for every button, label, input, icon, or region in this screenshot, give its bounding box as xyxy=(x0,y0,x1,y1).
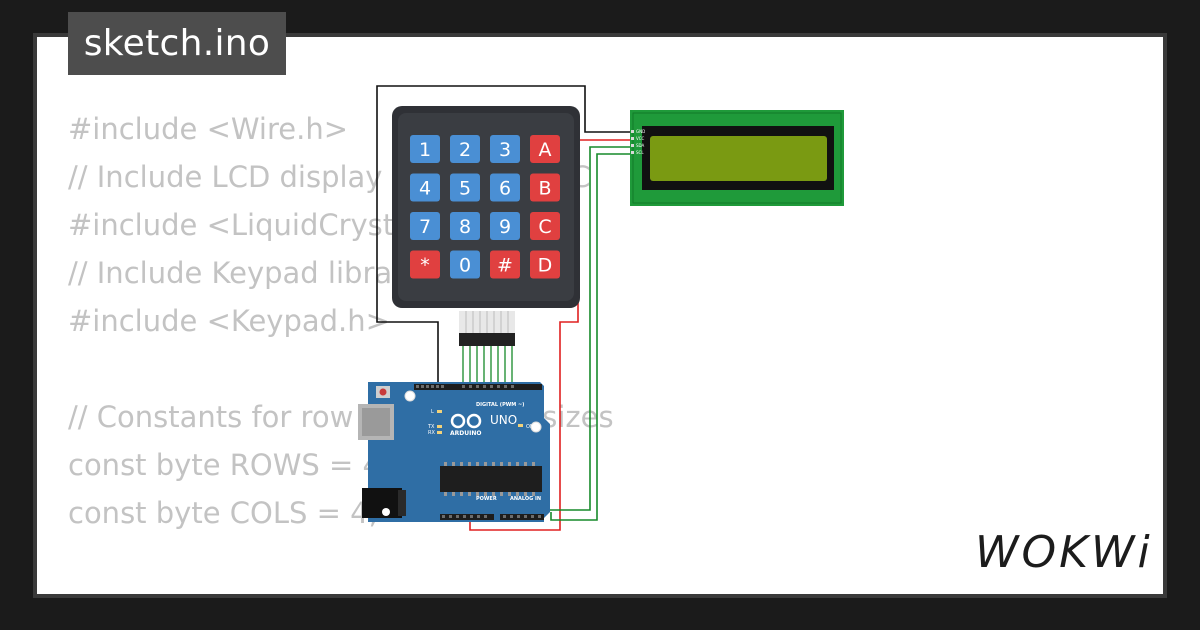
lcd-pin-gnd: GND xyxy=(636,129,645,134)
analog-header xyxy=(500,514,544,520)
sketch-filename: sketch.ino xyxy=(68,12,286,75)
keypad-key-label: 1 xyxy=(419,139,431,161)
wire-sda xyxy=(545,146,632,511)
keypad-key-label: A xyxy=(539,139,552,161)
lcd-pin-sda: SDA xyxy=(636,143,645,148)
led-tx-label: TX xyxy=(427,424,435,430)
lcd-1602-i2c[interactable]: GND VCC SDA SCL xyxy=(630,110,844,206)
led-on-icon xyxy=(518,424,523,427)
code-line: // Array to represent keys on keypad xyxy=(68,585,614,594)
keypad-key[interactable] xyxy=(450,250,480,279)
keypad-key[interactable] xyxy=(530,135,560,163)
led-l-icon xyxy=(437,410,442,413)
lcd-pin-scl: SCL xyxy=(636,150,644,155)
keypad-keys: 1 2 3 A 4 5 6 B 7 8 9 C * 0 # D xyxy=(410,135,560,279)
power-jack xyxy=(362,488,402,518)
arduino-uno[interactable]: DIGITAL (PWM ~) ARDUINO UNO L TX RX ON xyxy=(358,382,550,522)
keypad-key-label: 9 xyxy=(499,216,511,238)
led-tx-icon xyxy=(437,425,442,428)
keypad-key-label: 4 xyxy=(419,178,431,200)
keypad-key[interactable] xyxy=(530,212,560,240)
wire-scl xyxy=(550,153,632,521)
keypad-key[interactable] xyxy=(490,135,520,163)
led-l-label: L xyxy=(431,409,434,415)
keypad-key-label: B xyxy=(538,178,551,200)
lcd-pin-vcc: VCC xyxy=(636,136,645,141)
wire-gnd xyxy=(376,85,632,384)
atmega-chip xyxy=(440,466,542,492)
keypad-key-label: 0 xyxy=(459,255,471,277)
keypad-key[interactable] xyxy=(490,250,520,279)
keypad-key-label: C xyxy=(538,216,551,238)
wokwi-logo: WOKWi xyxy=(975,527,1153,578)
code-line: #include <Wire.h> xyxy=(68,112,349,146)
keypad-key[interactable] xyxy=(410,212,440,240)
keypad-key-label: # xyxy=(497,255,513,277)
keypad-key[interactable] xyxy=(450,135,480,163)
keypad-key-label: 5 xyxy=(459,178,471,200)
keypad-key[interactable] xyxy=(530,173,560,202)
led-rx-icon xyxy=(437,431,442,434)
keypad-key[interactable] xyxy=(490,212,520,240)
power-header xyxy=(440,514,494,520)
keypad-key[interactable] xyxy=(410,250,440,279)
keypad-key-label: 2 xyxy=(459,139,471,161)
keypad-key-label: 7 xyxy=(419,216,431,238)
keypad-key-label: * xyxy=(420,255,430,277)
arduino-brand: ARDUINO xyxy=(450,430,481,437)
keypad-key-label: 8 xyxy=(459,216,471,238)
keypad-key[interactable] xyxy=(450,212,480,240)
keypad-key-label: D xyxy=(538,255,553,277)
power-label: POWER xyxy=(476,496,497,502)
keypad-key[interactable] xyxy=(410,173,440,202)
keypad-key[interactable] xyxy=(450,173,480,202)
keypad-header xyxy=(459,333,515,346)
led-on-label: ON xyxy=(526,424,534,430)
keypad-key[interactable] xyxy=(490,173,520,202)
arduino-model: UNO xyxy=(490,413,517,427)
keypad-key-label: 3 xyxy=(499,139,511,161)
led-rx-label: RX xyxy=(428,430,435,436)
analog-label: ANALOG IN xyxy=(510,496,541,502)
keypad-4x4[interactable]: 1 2 3 A 4 5 6 B 7 8 9 C * 0 # D xyxy=(392,106,580,346)
keypad-ribbon-wires xyxy=(462,345,513,386)
lcd-pins: GND VCC SDA SCL xyxy=(631,129,645,155)
keypad-key[interactable] xyxy=(410,135,440,163)
digital-label: DIGITAL (PWM ~) xyxy=(476,402,524,408)
keypad-key-label: 6 xyxy=(499,178,511,200)
code-line: #include <Keypad.h> xyxy=(68,304,390,338)
arduino-logo-icon xyxy=(450,413,482,429)
keypad-key[interactable] xyxy=(530,250,560,279)
lcd-screen xyxy=(650,136,827,181)
